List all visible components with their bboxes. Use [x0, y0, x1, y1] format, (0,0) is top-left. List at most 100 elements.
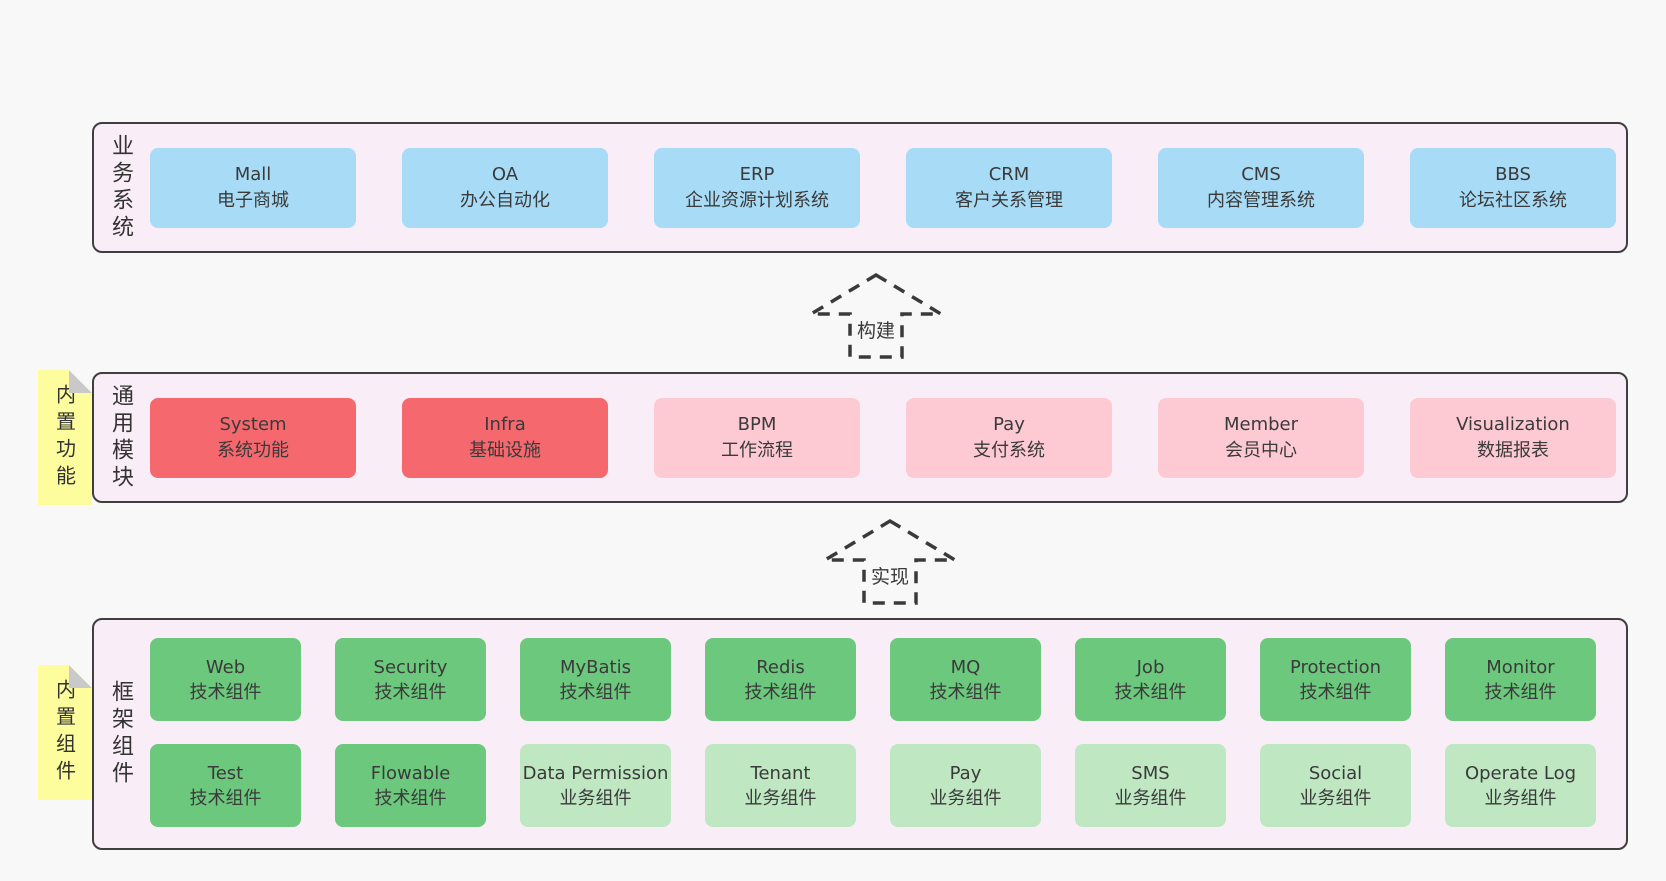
box-name: Pay [993, 414, 1025, 435]
box-name: System [219, 414, 287, 435]
box-desc: 技术组件 [1299, 681, 1372, 703]
box-cms: CMS 内容管理系统 [1158, 148, 1364, 228]
box-desc: 会员中心 [1225, 440, 1297, 461]
box-desc: 业务组件 [1484, 787, 1557, 809]
box-name: MQ [950, 656, 981, 678]
box-name: BPM [737, 414, 777, 435]
box-desc: 技术组件 [189, 681, 262, 703]
box-mybatis: MyBatis 技术组件 [520, 638, 671, 721]
box-desc: 电子商城 [217, 190, 289, 211]
box-social: Social 业务组件 [1260, 744, 1411, 827]
box-bbs: BBS 论坛社区系统 [1410, 148, 1616, 228]
sticky-note-builtin-features: 内置功能 [38, 370, 92, 505]
panel-common-modules: 通用模块 System 系统功能 Infra 基础设施 BPM 工作流程 Pay… [92, 372, 1628, 503]
box-desc: 技术组件 [189, 787, 262, 809]
box-name: Security [373, 656, 448, 678]
note-label: 内置功能 [52, 383, 77, 492]
box-infra: Infra 基础设施 [402, 398, 608, 478]
box-desc: 客户关系管理 [955, 190, 1063, 211]
box-pay-component: Pay 业务组件 [890, 744, 1041, 827]
sticky-note-builtin-components: 内置组件 [38, 665, 92, 800]
box-name: Member [1223, 414, 1299, 435]
box-operate-log: Operate Log 业务组件 [1445, 744, 1596, 827]
panel-label-common-modules: 通用模块 [108, 383, 133, 492]
box-desc: 企业资源计划系统 [685, 190, 829, 211]
framework-components-grid: Web 技术组件 Security 技术组件 MyBatis 技术组件 Redi… [146, 620, 1626, 848]
business-systems-grid: Mall 电子商城 OA 办公自动化 ERP 企业资源计划系统 CRM 客户关系… [146, 124, 1626, 251]
arrow-implement: 实现 [822, 518, 958, 606]
box-desc: 技术组件 [1114, 681, 1187, 703]
box-desc: 工作流程 [721, 440, 793, 461]
box-desc: 支付系统 [973, 440, 1045, 461]
box-desc: 业务组件 [744, 787, 817, 809]
box-name: CRM [988, 164, 1030, 185]
box-desc: 办公自动化 [460, 190, 550, 211]
box-monitor: Monitor 技术组件 [1445, 638, 1596, 721]
box-name: Web [205, 656, 246, 678]
box-name: SMS [1131, 762, 1170, 784]
box-mq: MQ 技术组件 [890, 638, 1041, 721]
box-name: ERP [739, 164, 775, 185]
box-web: Web 技术组件 [150, 638, 301, 721]
box-job: Job 技术组件 [1075, 638, 1226, 721]
panel-business-systems: 业务系统 Mall 电子商城 OA 办公自动化 ERP 企业资源计划系统 CRM… [92, 122, 1628, 253]
box-visualization: Visualization 数据报表 [1410, 398, 1616, 478]
box-name: OA [491, 164, 519, 185]
box-name: CMS [1241, 164, 1281, 185]
box-name: Mall [234, 164, 272, 185]
box-tenant: Tenant 业务组件 [705, 744, 856, 827]
common-modules-grid: System 系统功能 Infra 基础设施 BPM 工作流程 Pay 支付系统… [146, 374, 1626, 501]
box-name: Tenant [750, 762, 811, 784]
box-name: Test [207, 762, 244, 784]
panel-framework-components: 框架组件 Web 技术组件 Security 技术组件 MyBatis 技术组件… [92, 618, 1628, 850]
box-desc: 系统功能 [217, 440, 289, 461]
box-name: Job [1136, 656, 1165, 678]
box-name: MyBatis [560, 656, 631, 678]
box-data-permission: Data Permission 业务组件 [520, 744, 671, 827]
box-desc: 业务组件 [559, 787, 632, 809]
box-crm: CRM 客户关系管理 [906, 148, 1112, 228]
arrow-label: 实现 [867, 562, 913, 589]
box-name: Social [1308, 762, 1363, 784]
box-desc: 技术组件 [929, 681, 1002, 703]
box-bpm: BPM 工作流程 [654, 398, 860, 478]
box-system: System 系统功能 [150, 398, 356, 478]
box-protection: Protection 技术组件 [1260, 638, 1411, 721]
box-desc: 业务组件 [929, 787, 1002, 809]
arrow-label: 构建 [853, 316, 899, 343]
box-name: Redis [756, 656, 805, 678]
box-desc: 内容管理系统 [1207, 190, 1315, 211]
panel-label-business-systems: 业务系统 [108, 133, 133, 242]
box-flowable: Flowable 技术组件 [335, 744, 486, 827]
box-name: Infra [484, 414, 526, 435]
box-name: Data Permission [522, 762, 669, 784]
box-name: Monitor [1486, 656, 1555, 678]
box-desc: 技术组件 [744, 681, 817, 703]
box-name: Pay [949, 762, 982, 784]
box-name: Flowable [370, 762, 451, 784]
box-desc: 技术组件 [374, 681, 447, 703]
box-oa: OA 办公自动化 [402, 148, 608, 228]
box-desc: 技术组件 [559, 681, 632, 703]
folded-corner-icon [69, 665, 92, 688]
box-name: BBS [1495, 164, 1531, 185]
box-name: Operate Log [1464, 762, 1577, 784]
box-desc: 业务组件 [1114, 787, 1187, 809]
box-name: Visualization [1456, 414, 1570, 435]
box-desc: 技术组件 [1484, 681, 1557, 703]
box-pay-module: Pay 支付系统 [906, 398, 1112, 478]
box-test: Test 技术组件 [150, 744, 301, 827]
box-erp: ERP 企业资源计划系统 [654, 148, 860, 228]
note-label: 内置组件 [52, 678, 77, 787]
box-sms: SMS 业务组件 [1075, 744, 1226, 827]
box-desc: 论坛社区系统 [1459, 190, 1567, 211]
panel-label-framework-components: 框架组件 [108, 680, 133, 788]
box-name: Protection [1289, 656, 1382, 678]
arrow-build: 构建 [808, 272, 944, 360]
folded-corner-icon [69, 370, 92, 393]
box-desc: 业务组件 [1299, 787, 1372, 809]
box-desc: 数据报表 [1477, 440, 1549, 461]
box-member: Member 会员中心 [1158, 398, 1364, 478]
box-desc: 技术组件 [374, 787, 447, 809]
